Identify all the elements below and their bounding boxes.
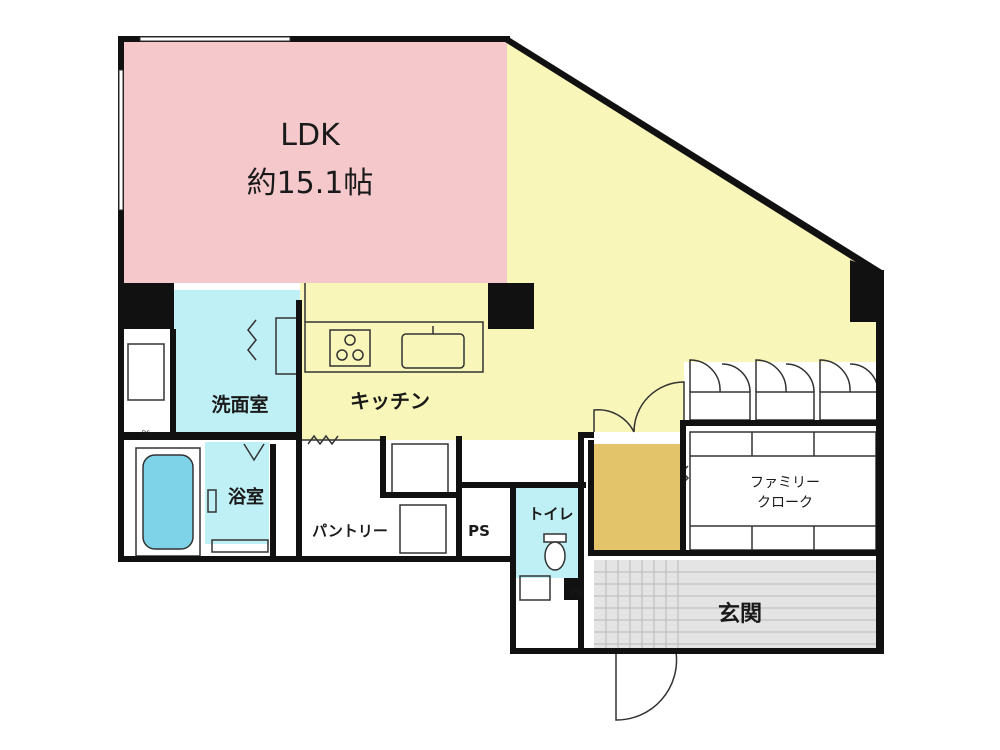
bathroom-label: 浴室 — [228, 487, 264, 508]
family-closet-label-line1: ファミリー — [750, 475, 820, 491]
family-closet-label-line2: クローク — [757, 495, 813, 511]
washroom-fill — [174, 290, 300, 435]
ps-label: PS — [468, 522, 490, 540]
kitchen-area-fill — [300, 40, 880, 440]
entrance-tile-grid — [594, 560, 880, 652]
ps-small-label: PS — [571, 588, 581, 597]
ds-label: DS — [141, 430, 151, 437]
toilet-label: トイレ — [528, 505, 574, 523]
pantry-label: パントリー — [312, 522, 388, 540]
walls — [118, 36, 884, 654]
door-swings — [307, 359, 879, 721]
washroom-label: 洗面室 — [211, 394, 269, 416]
stove-icon — [329, 329, 371, 367]
storage-fill — [594, 444, 684, 550]
windows — [118, 36, 291, 211]
family-closet-fill — [684, 427, 880, 554]
bathtub-icon — [135, 447, 201, 557]
washbasin-icon — [243, 319, 265, 462]
ldk-label: LDK — [280, 118, 340, 153]
ldk-living-fill — [122, 40, 507, 283]
entrance-label: 玄関 — [717, 602, 762, 627]
toilet-bowl-icon — [543, 533, 567, 571]
bath-fixture-icon — [207, 489, 217, 513]
kitchen-sink-icon — [401, 326, 465, 369]
kitchen-label: キッチン — [350, 389, 430, 413]
ldk-size-label: 約15.1帖 — [246, 166, 374, 201]
